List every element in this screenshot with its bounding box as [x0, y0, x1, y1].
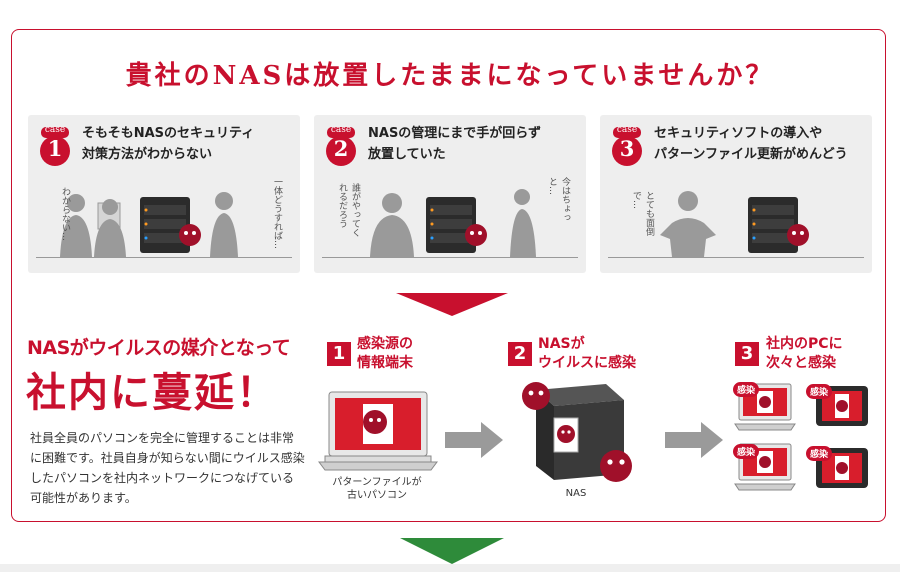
infected-tablet-icon	[816, 448, 868, 488]
step-line-2: 情報端末	[357, 355, 413, 371]
case-badge-number: 3	[619, 136, 635, 161]
bottom-strip	[0, 564, 900, 572]
step-line-2: ウイルスに感染	[538, 355, 636, 371]
case-line-2: 対策方法がわからない	[82, 147, 213, 162]
case2-illustration	[370, 189, 536, 257]
case-card-3: case 3 セキュリティソフトの導入や パターンファイル更新がめんどう とても…	[600, 115, 872, 273]
case-line-1: セキュリティソフトの導入や	[654, 126, 823, 141]
infected-badge: 感染	[806, 446, 833, 461]
step-title-2: NASが ウイルスに感染	[538, 335, 636, 373]
case-card-1: case 1 そもそもNASのセキュリティ 対策方法がわからない わからない… …	[28, 115, 300, 273]
case-badge-word: case	[330, 125, 352, 135]
case-line-2: パターンファイル更新がめんどう	[654, 147, 848, 162]
step-number-1: 1	[327, 342, 351, 366]
case-badge-2	[326, 127, 356, 166]
step-number-3: 3	[735, 342, 759, 366]
case-badge-number: 2	[333, 136, 349, 161]
step-line-1: 感染源の	[357, 336, 413, 352]
case-badge-1	[40, 127, 70, 166]
page-title: 貴社のNASは放置したままになっていませんか？	[125, 61, 775, 91]
right-arrow-icon	[665, 422, 723, 458]
caption-line: 古いパソコン	[347, 490, 407, 501]
floor-line	[608, 257, 864, 258]
infected-badge: 感染	[733, 382, 760, 397]
case1-illustration	[60, 192, 238, 257]
case-badge-word: case	[44, 125, 66, 135]
speech-bubble: わからない…	[60, 187, 70, 241]
floor-line	[322, 257, 578, 258]
case-text-1: そもそもNASのセキュリティ 対策方法がわからない	[82, 123, 254, 165]
step-title-1: 感染源の 情報端末	[357, 335, 413, 373]
step-caption-2: NAS	[565, 488, 587, 499]
lead-description: 社員全員のパソコンを完全に管理することは非常に困難です。社員自身が知らない間にウ…	[30, 431, 305, 505]
laptop-icon	[318, 391, 438, 471]
case-line-1: そもそもNASのセキュリティ	[82, 126, 255, 141]
infected-laptop-icon	[734, 443, 796, 491]
speech-bubble: とても面倒で…	[631, 191, 654, 236]
infected-badge: 感染	[733, 444, 760, 459]
case-text-2: NASの管理にまで手が回らず 放置していた	[368, 123, 541, 165]
infected-badge: 感染	[806, 384, 833, 399]
case-badge-number: 1	[47, 136, 63, 161]
case3-illustration	[660, 191, 809, 257]
step-line-1: NASが	[538, 336, 585, 352]
case-text-3: セキュリティソフトの導入や パターンファイル更新がめんどう	[654, 123, 848, 165]
speech-bubble: 一体どうすれば…	[272, 177, 282, 249]
down-arrow-icon	[396, 293, 508, 316]
step-title-3: 社内のPCに 次々と感染	[766, 335, 843, 373]
case-badge-word: case	[616, 125, 638, 135]
step-number-2: 2	[508, 342, 532, 366]
case-card-2: case 2 NASの管理にまで手が回らず 放置していた 誰がやってくれるだろう…	[314, 115, 586, 273]
case-line-2: 放置していた	[368, 147, 446, 162]
case-badge-3	[612, 127, 642, 166]
lead-headline: 社内に蔓延！	[26, 369, 278, 416]
right-arrow-icon	[445, 422, 503, 458]
speech-bubble: 今はちょっと…	[547, 177, 570, 222]
step-caption-1: パターンファイルが 古いパソコン	[327, 476, 427, 502]
speech-bubble: 誰がやってくれるだろう	[337, 183, 360, 237]
floor-line	[36, 257, 292, 258]
nas-device-icon	[522, 382, 632, 482]
step-line-2: 次々と感染	[766, 355, 836, 371]
infected-laptop-icon	[734, 383, 796, 431]
lead-heading: NASがウイルスの媒介となって	[27, 337, 291, 359]
down-arrow-icon	[400, 538, 504, 564]
case-line-1: NASの管理にまで手が回らず	[368, 126, 542, 141]
caption-line: パターンファイルが	[332, 477, 422, 488]
step-line-1: 社内のPCに	[766, 336, 843, 352]
